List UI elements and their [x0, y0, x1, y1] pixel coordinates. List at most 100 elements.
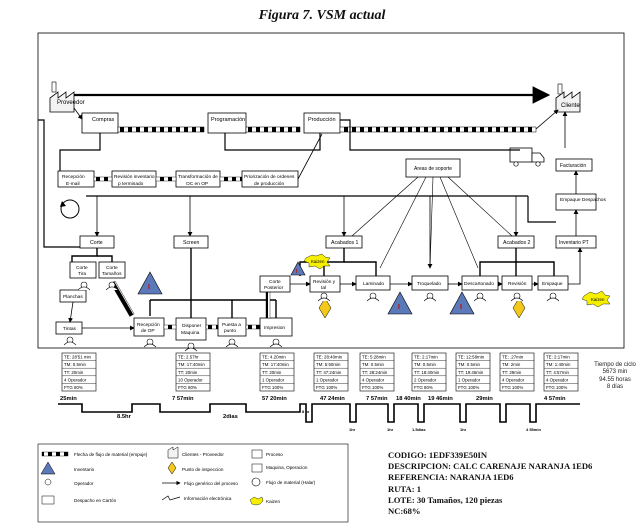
data-box-row: TE: 2.57hr [178, 355, 199, 360]
data-box-row: TT: 47:24min [316, 370, 342, 375]
svg-text:p terminado: p terminado [118, 181, 144, 187]
svg-text:I: I [398, 304, 400, 311]
acabados-flow-arrows [290, 247, 583, 287]
process-corte-tira [69, 261, 97, 279]
laminado-label: Laminado [363, 281, 384, 287]
cycle-time-title: Tiempo de ciclo [594, 362, 636, 368]
flow-line-planchas-tintas [68, 301, 74, 323]
data-box-row: TE: 5:28min [362, 355, 386, 360]
data-box-row: FTG 100% [316, 385, 337, 390]
cycle-time-days: 8 días [606, 384, 624, 391]
customer-icon [555, 83, 581, 113]
data-box-row: TT: 20min [64, 370, 84, 375]
timeline-value-upper: 7 57min [172, 396, 194, 402]
process-acabados1-label: Acabados 1 [331, 240, 359, 246]
legend-operator-icon [44, 478, 52, 486]
inventory-icon: I [449, 291, 475, 315]
data-box-row: FTG 100% [546, 385, 567, 390]
legend-item: Maquina, Operacion [266, 465, 308, 470]
legend-factory-icon [167, 446, 179, 459]
corte-tira-label-1: Corte [76, 265, 88, 271]
supplier-label: Proveedor [57, 100, 85, 106]
data-box-row: TM: 1:40min [546, 362, 571, 367]
process-drop-lines [94, 196, 519, 269]
data-box-row: FTG 100% [262, 385, 283, 390]
truck-icon [509, 147, 545, 167]
data-box-row: TM: 17:40min [262, 362, 289, 367]
legend-item: Clientes - Proveedor [182, 452, 224, 457]
product-reference: REFERENCIA: NARANJA 1ED6 [388, 472, 514, 483]
produccion-box [303, 112, 341, 134]
inspection-point-icon [318, 297, 332, 319]
diagram-frame [37, 32, 625, 349]
compras-box [81, 112, 119, 134]
timeline-value-upper: 47 24min [320, 396, 345, 402]
process-corte-tamanos [98, 261, 126, 279]
data-box-row: TE: 2:17min [546, 355, 570, 360]
programacion-label: Programación [211, 117, 245, 123]
legend-process-icon [251, 449, 263, 459]
data-box-row: TM: 5:50min [316, 362, 341, 367]
inventory-icon: I [387, 291, 413, 315]
data-box-row: FTG 80% [64, 385, 83, 390]
data-box-row: TT: 20min [178, 370, 198, 375]
legend-item: Operador [74, 481, 94, 486]
corte-post-label-1: Corte [269, 279, 281, 285]
data-box-row: TT: 29min [502, 370, 522, 375]
impresion-label: Impresion [264, 325, 285, 331]
inventario-pt-label: Inventario PT [559, 240, 589, 246]
customer-label: Cliente [561, 103, 580, 109]
timeline-value-upper: 19 46min [428, 396, 453, 402]
push-arrow-recep-disp [163, 324, 177, 330]
legend: Flecha de flujo de material (empuje) Cli… [37, 443, 349, 523]
disponer-label-2: Maquina [181, 330, 200, 336]
data-box-row: TT: 28:24min [362, 370, 388, 375]
product-route: RUTA: 1 [388, 483, 422, 494]
legend-push-swatch [41, 451, 69, 457]
timeline-value-lower: 1.5dias [412, 427, 426, 432]
data-box-row: TE: 12:58min [458, 355, 485, 360]
data-box-row: 4 Operador [546, 377, 569, 382]
timeline-value-upper: 18 40min [396, 396, 421, 402]
tintas-label: Tintas [63, 326, 76, 332]
data-box-row: 1 Operador [262, 377, 285, 382]
timeline [58, 403, 580, 423]
legend-pull-icon [251, 477, 261, 487]
data-box-row: FTG 80% [178, 385, 197, 390]
support-flow-lines [351, 176, 513, 269]
empaque-label: Empaque [542, 281, 563, 287]
svg-text:Priorización de ordenes: Priorización de ordenes [244, 174, 295, 180]
legend-item: Despacho en Cartón [74, 498, 117, 503]
cycle-time-minutes: 5673 min [602, 369, 628, 376]
revision-label: Revisión [508, 281, 527, 287]
data-box-row: TM: 2min [502, 362, 521, 367]
data-box-row: 1 Operador [316, 377, 339, 382]
timeline-value-upper: 8.5hr [117, 414, 132, 420]
process-screen-label: Screen [183, 240, 200, 246]
legend-item: Flujo de material (Halar) [266, 480, 316, 485]
timeline-value-lower: 1hr [349, 427, 356, 432]
disponer-label-1: Disponer [182, 323, 202, 329]
cycle-time: Tiempo de ciclo 5673 min 94.55 horas 8 d… [590, 362, 640, 392]
data-box-row: TT: 4:57min [546, 370, 569, 375]
push-arrow-programacion-produccion [245, 126, 301, 133]
inventory-icon: I [137, 271, 163, 295]
timeline-value-upper: 29min [476, 396, 493, 402]
inventory-icon: I [290, 261, 306, 276]
data-box-row: FTG 100% [502, 385, 523, 390]
facturacion-label: Facturación [560, 163, 586, 169]
push-arrow-puesta-impr [245, 324, 261, 330]
data-box-row: TE: .27min [502, 355, 524, 360]
data-box-row: TT: 20min [262, 370, 282, 375]
corte-tamanos-label-2: Tamaños [102, 271, 122, 277]
legend-item: Inventario [74, 467, 95, 472]
svg-text:Recepción: Recepción [62, 174, 85, 180]
